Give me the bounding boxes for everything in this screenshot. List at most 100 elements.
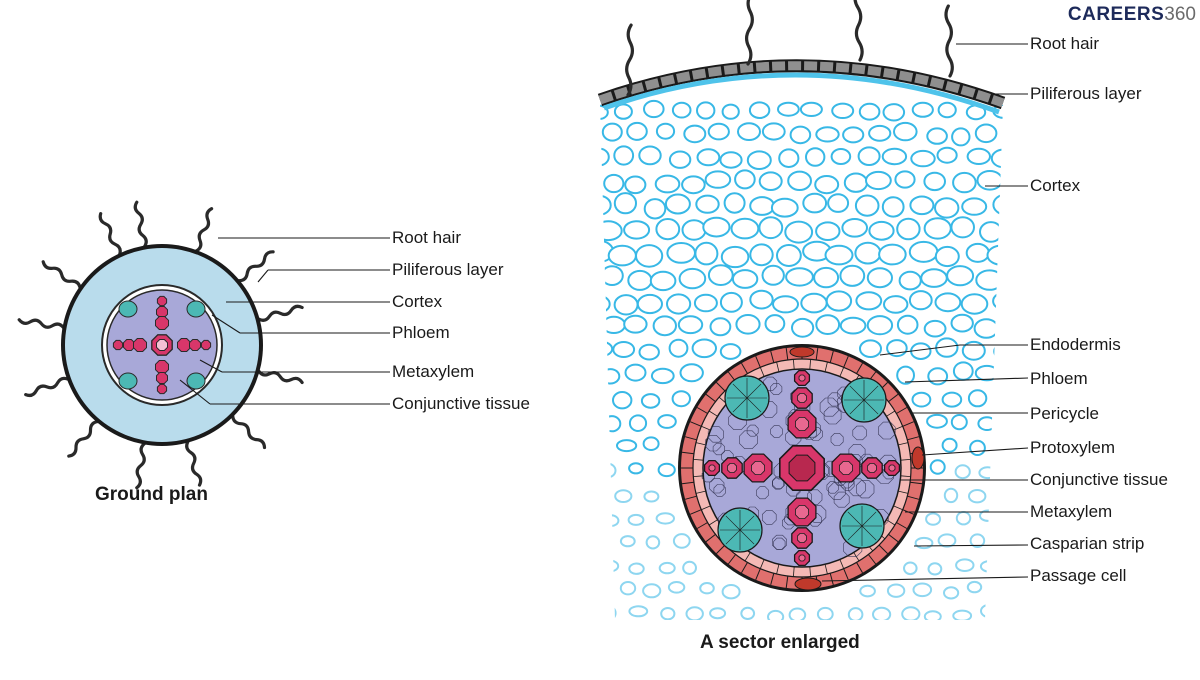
cortex-cell	[815, 314, 841, 336]
cortex-cell	[941, 391, 963, 408]
cortex-cell	[961, 197, 988, 216]
cortex-cell	[825, 290, 853, 312]
cortex-cell	[842, 126, 865, 144]
cortex-cell	[643, 198, 667, 220]
cortex-cell	[619, 581, 637, 596]
leader-line	[179, 379, 211, 405]
cortex-cell	[600, 340, 614, 358]
cortex-cell	[600, 294, 611, 314]
cortex-cell	[679, 363, 704, 383]
cortex-cell	[643, 490, 660, 503]
cortex-cell	[926, 413, 948, 429]
gp-xylem-vessel	[123, 339, 135, 351]
pericycle-cell-wall	[759, 559, 765, 569]
gp-xylem-vessel	[200, 339, 212, 351]
sector-xylem-lumen	[795, 416, 809, 432]
sec-label-metaxylem: Metaxylem	[1030, 502, 1113, 521]
cortex-cell	[668, 150, 692, 169]
sec-label-pericycle: Pericycle	[1030, 404, 1099, 423]
cortex-cell	[707, 122, 730, 141]
cortex-cell	[709, 607, 727, 620]
gp-xylem-vessel	[156, 295, 168, 307]
cortex-cell	[903, 561, 918, 576]
gp-root-hair	[257, 304, 304, 322]
conjunctive-cell	[830, 432, 844, 446]
pericycle-cell-wall	[776, 564, 780, 575]
cortex-cell	[954, 464, 971, 480]
cortex-cell	[702, 216, 731, 238]
gp-root-hair	[17, 318, 66, 330]
cortex-cell	[721, 584, 741, 600]
gp-label-piliferous-layer: Piliferous layer	[392, 260, 504, 279]
cortex-cell	[979, 221, 1003, 243]
endodermis-cell-wall	[770, 350, 775, 363]
cortex-cell	[758, 216, 784, 240]
gp-label-conjunctive-tissue: Conjunctive tissue	[392, 394, 530, 413]
endodermis-cell-wall	[716, 382, 726, 392]
cortex-cell	[914, 536, 934, 550]
cortex-cell	[814, 175, 840, 195]
gp-caption: Ground plan	[95, 484, 208, 505]
phloem-cell-wall	[861, 511, 877, 527]
cortex-cell	[678, 267, 707, 290]
cortex-cell	[858, 102, 881, 121]
pericycle-cell-wall	[693, 475, 704, 477]
pericycle-cell-wall	[839, 367, 845, 377]
sector-xylem-lumen	[798, 554, 806, 562]
cortex-cell	[994, 388, 1003, 406]
careers360-logo: CAREERS360	[1068, 4, 1196, 26]
cortex-cell	[695, 194, 720, 214]
endodermis-cell-wall	[755, 568, 761, 580]
cortex-cell	[723, 192, 746, 214]
cortex-cell	[777, 101, 800, 117]
cortex-cell	[764, 314, 786, 334]
cortex-cell	[761, 264, 785, 286]
cortex-cell	[731, 269, 759, 289]
cortex-cell	[627, 513, 645, 526]
conjunctive-cell	[707, 426, 725, 443]
conjunctive-cell	[770, 382, 783, 396]
cortex-cell	[815, 126, 840, 143]
cortex-cell	[847, 607, 864, 620]
cortex-cell	[655, 218, 681, 241]
cortex-cell	[941, 437, 958, 453]
cortex-cell	[657, 414, 677, 429]
cortex-cell	[805, 147, 826, 167]
cortex-cell	[628, 414, 648, 433]
phloem-cell-wall	[732, 383, 748, 399]
pericycle-cell-wall	[809, 566, 811, 577]
conjunctive-cell	[826, 481, 839, 494]
cortex-cell	[952, 361, 974, 381]
gp-xylem-vessel	[133, 338, 147, 352]
cortex-cell	[654, 174, 681, 194]
cortex-cell	[767, 609, 785, 620]
leader-line	[821, 576, 1029, 582]
endodermis-cell-wall	[896, 407, 908, 414]
cortex-cell	[866, 267, 894, 289]
cortex-cell	[878, 243, 907, 266]
endodermis-cell-wall	[878, 544, 888, 554]
cortex-cell	[955, 511, 972, 526]
leader-line	[257, 269, 269, 283]
endodermis-cell-wall	[696, 407, 708, 414]
cortex-cell	[613, 103, 633, 120]
cortex-cell	[992, 193, 1003, 216]
gp-xylem-vessel	[156, 383, 168, 395]
cortex-cell	[908, 240, 939, 263]
cortex-cell	[627, 269, 653, 291]
sector-root-hair	[944, 4, 954, 78]
gp-root-hair	[231, 414, 267, 450]
cortex-cell	[685, 606, 704, 620]
cortex-cell	[746, 150, 772, 170]
phloem-cell-wall	[746, 383, 762, 399]
cortex-cell	[652, 315, 677, 337]
cortex-cell	[908, 290, 933, 311]
sector-root-hair	[625, 23, 634, 97]
cortex-cell	[776, 244, 802, 267]
sector-piliferous-layer	[598, 61, 1005, 108]
endodermis-cell-wall	[755, 356, 761, 368]
passage-cell-casparian	[911, 446, 925, 470]
cortex-cell	[859, 339, 882, 359]
leader-lines	[179, 43, 1029, 582]
conjunctive-cell	[827, 392, 842, 407]
